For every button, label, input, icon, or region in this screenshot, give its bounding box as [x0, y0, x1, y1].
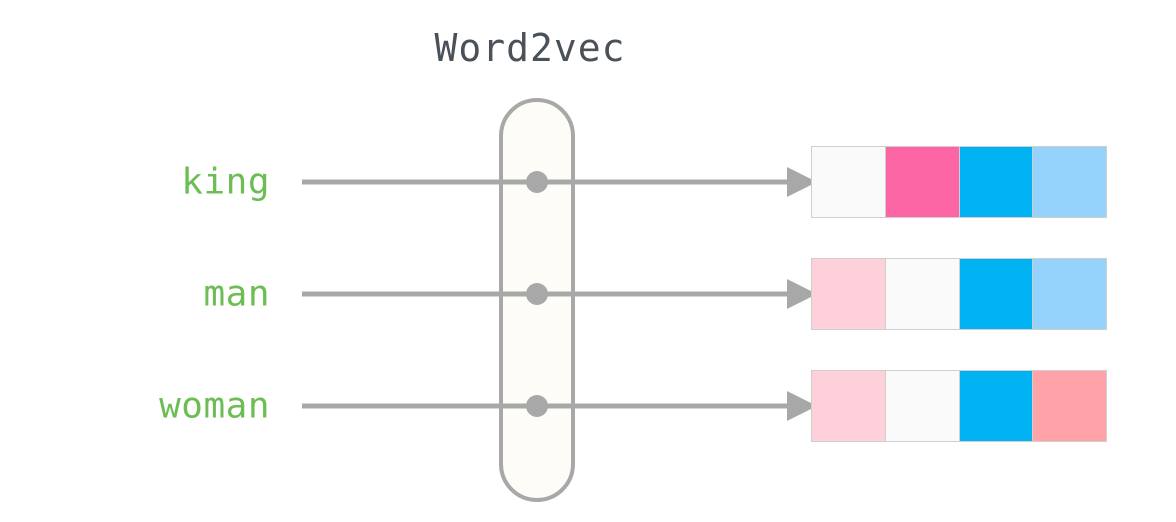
woman-vector — [811, 370, 1107, 442]
king-vector — [811, 146, 1107, 218]
model-node-man — [526, 283, 548, 305]
model-node-woman — [526, 395, 548, 417]
man-vector — [811, 258, 1107, 330]
word-label-man: man — [203, 273, 270, 315]
man-vector-cell-1 — [811, 258, 886, 330]
man-vector-cell-4 — [1032, 258, 1107, 330]
man-vector-cell-3 — [958, 258, 1034, 330]
king-vector-cell-2 — [884, 146, 960, 218]
king-vector-cell-1 — [811, 146, 886, 218]
king-vector-cell-3 — [958, 146, 1034, 218]
word-label-woman: woman — [159, 385, 270, 427]
woman-vector-cell-2 — [884, 370, 960, 442]
word-label-king: king — [181, 161, 270, 203]
woman-vector-cell-3 — [958, 370, 1034, 442]
page-title: Word2vec — [434, 26, 626, 70]
model-node-king — [526, 171, 548, 193]
man-vector-cell-2 — [884, 258, 960, 330]
woman-vector-cell-4 — [1032, 370, 1107, 442]
king-vector-cell-4 — [1032, 146, 1107, 218]
woman-vector-cell-1 — [811, 370, 886, 442]
